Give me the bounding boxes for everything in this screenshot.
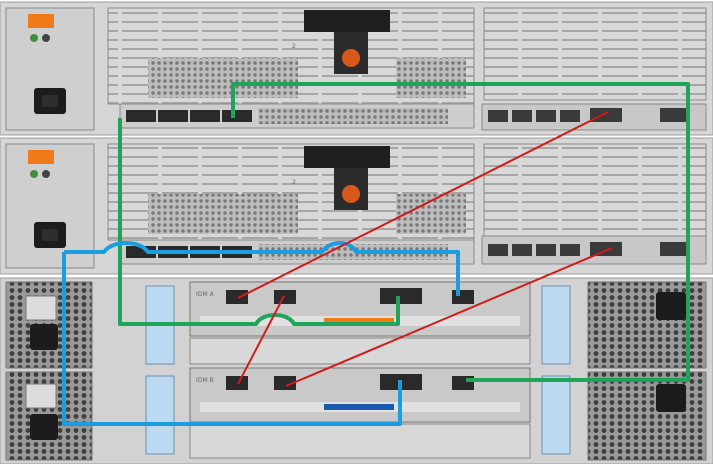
power-socket-icon[interactable] xyxy=(656,384,686,412)
mgmt-port[interactable] xyxy=(660,242,686,256)
iom-label: IOM A xyxy=(196,291,215,298)
cable-blue-loop xyxy=(62,241,460,426)
power-socket-icon[interactable] xyxy=(30,414,58,440)
cable-red-lines xyxy=(237,111,613,387)
cable-red-2 xyxy=(237,295,285,385)
iom-label: IOM B xyxy=(196,377,214,384)
rj45-port[interactable] xyxy=(590,242,622,256)
rj45-port[interactable] xyxy=(536,110,556,122)
upper-sfp-ports xyxy=(126,108,448,124)
cable-red-1 xyxy=(237,111,609,299)
sas-port[interactable] xyxy=(226,290,248,304)
sfp-port[interactable] xyxy=(222,110,252,122)
psu-latch-icon[interactable] xyxy=(28,14,54,28)
rj45-port[interactable] xyxy=(512,110,532,122)
sas-port[interactable] xyxy=(226,376,248,390)
psu-latch-icon[interactable] xyxy=(28,150,54,164)
sas-port[interactable] xyxy=(380,288,422,304)
slot-number: 2 xyxy=(292,43,296,50)
upper-psu xyxy=(5,7,95,131)
mgmt-port[interactable] xyxy=(660,108,686,122)
sfp-port[interactable] xyxy=(190,110,220,122)
rj45-port[interactable] xyxy=(560,244,580,256)
sas-port[interactable] xyxy=(274,290,296,304)
power-socket-icon[interactable] xyxy=(30,324,58,350)
lower-rj45-ports xyxy=(488,242,686,256)
slot-number: 2 xyxy=(292,179,296,186)
lower-psu xyxy=(5,143,95,269)
sfp-port[interactable] xyxy=(126,246,156,258)
rj45-port[interactable] xyxy=(512,244,532,256)
sas-port[interactable] xyxy=(452,290,474,304)
rj45-port[interactable] xyxy=(488,110,508,122)
rj45-port[interactable] xyxy=(536,244,556,256)
right-handle[interactable] xyxy=(541,285,571,365)
sfp-port[interactable] xyxy=(158,110,188,122)
upper-controller-chassis: 2 4 xyxy=(0,1,713,136)
upper-rj45-ports xyxy=(488,108,686,122)
rj45-port[interactable] xyxy=(560,110,580,122)
sfp-port[interactable] xyxy=(126,110,156,122)
rj45-port[interactable] xyxy=(488,244,508,256)
sas-port[interactable] xyxy=(274,376,296,390)
cable-red-3 xyxy=(285,247,613,387)
disk-shelf: IOM A IOM B xyxy=(0,277,713,464)
left-handle[interactable] xyxy=(145,375,175,455)
rj45-port[interactable] xyxy=(590,108,622,122)
right-handle[interactable] xyxy=(541,375,571,455)
power-socket-icon[interactable] xyxy=(656,292,686,320)
